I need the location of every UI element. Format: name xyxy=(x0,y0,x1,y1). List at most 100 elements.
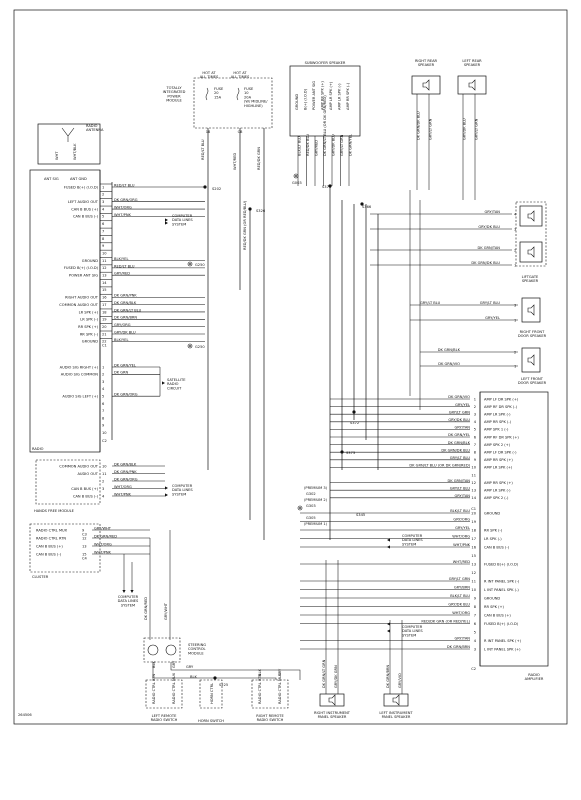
power-module-title: MODULE xyxy=(166,99,182,103)
amp-c2-wire-label: BLK/LT BLU xyxy=(450,594,470,598)
amp-data-arrow-3 xyxy=(387,622,390,626)
g003-ground xyxy=(293,173,299,179)
hands-free-pin-label: AUDIO OUT xyxy=(77,472,98,476)
radio-c1-wire-label: WHT/PNK xyxy=(114,213,132,217)
subwoofer-pin-label: AMP RR SPK (-) xyxy=(346,82,350,110)
amp-c2-pin-label: R INT PANEL SPK (-) xyxy=(484,579,520,583)
radio-c1-wire-label: GRY/ORG xyxy=(114,323,131,327)
steering-clockspring-1 xyxy=(147,644,159,656)
radio-c2-pin-number: 3 xyxy=(102,380,104,384)
radio-c1-pin-number: 1 xyxy=(102,185,104,189)
radio-c1-pin-label: COMMON AUDIO OUT xyxy=(59,303,99,307)
amplifier-label: RADIO xyxy=(528,673,540,677)
s326-label: S326 xyxy=(256,209,266,213)
g250-ground-a-center xyxy=(189,263,191,265)
rrs-gry: GRY xyxy=(278,668,282,676)
fuse-10-symbol xyxy=(236,87,240,101)
radio-c1-pin-number: 9 xyxy=(102,244,105,248)
amp-c2-wire-label: BLK/LT BLU xyxy=(450,509,470,513)
amp-data-arrow-2 xyxy=(387,545,390,549)
trunk-wht-red-label: WHT/RED xyxy=(233,153,237,170)
radio-c1-pin-number: 19 xyxy=(102,318,107,322)
amp-c2-pin-label: GROUND xyxy=(484,511,500,515)
radio-c1-pin-number: 10 xyxy=(102,251,107,255)
amp-c1-wire-label: GRY/LT BLU xyxy=(450,486,471,490)
amp-c1-wire-label: DK GRN/BLK xyxy=(448,441,471,445)
amp-c1-pin: 11 xyxy=(471,473,476,477)
lf-door-wire-label: DK GRN/BLK xyxy=(438,348,461,352)
steering-gry-label: GRY xyxy=(186,665,194,669)
radio-c1-pin-number: 3 xyxy=(102,200,104,204)
radio-c1-pin-label: LR SPK (+) xyxy=(79,310,99,314)
radio-c1-pin-label: LR SPK (-) xyxy=(80,318,98,322)
lf-door-speaker-label: LEFT FRONT xyxy=(521,377,544,381)
radio-c2-pin-number: 10 xyxy=(102,431,107,435)
right-rear-speaker-icon xyxy=(411,75,441,95)
liftgate-wire-label: DK GRN/TAN xyxy=(477,246,500,250)
amp-c2-tag: C2 xyxy=(471,667,476,671)
amp-c1-wire-label: DK GRN/LT BLU (OR DK GRN/RED) xyxy=(409,464,470,468)
hands-free-pin-label: CAN B BUS (+) xyxy=(71,487,98,491)
amp-computer-data-2: SYSTEM xyxy=(402,633,416,637)
amp-c1-wire-label: DK GRN/DK BLU xyxy=(441,448,470,452)
fuse-10-label: 10 xyxy=(244,91,249,95)
rf-door-wire-label: GRY/YEL xyxy=(485,316,500,320)
hands-free-pin-number: 3 xyxy=(102,487,104,491)
s372-label: S372 xyxy=(350,421,359,425)
radio-c1-pin-number: 11 xyxy=(102,259,107,263)
amp-c1-tag: C1 xyxy=(471,507,476,511)
amp-c1-pin-label: AMP SPK 1 (-) xyxy=(484,428,509,432)
lf-door-wire-label: DK GRN/VIO xyxy=(438,362,460,366)
subwoofer-pin-label: AMP LR SPK (+) xyxy=(329,81,333,110)
amp-c1-pin-label: AMP RR SPK (+) xyxy=(484,481,513,485)
amp-c1-pin: 14 xyxy=(471,496,476,500)
left-ip-speaker-icon-cone xyxy=(392,694,400,706)
fuse-pin-c8: C8 xyxy=(238,130,244,134)
amp-c2-wire-label: GRY/ORG xyxy=(453,518,470,522)
s366-label: S366 xyxy=(362,205,372,209)
satellite-arrow xyxy=(162,381,165,385)
radio-c1-tag: C1 xyxy=(102,344,107,348)
fuse-20-label: FUSE xyxy=(214,87,224,91)
radio-c2-pin-number: 2 xyxy=(102,373,104,377)
radio-c1-pin-number: 16 xyxy=(102,296,107,300)
rf-door-pin: 1 xyxy=(514,318,516,322)
cluster-label: CLUSTER xyxy=(32,575,49,579)
radio-c1-pin-label: RIGHT AUDIO OUT xyxy=(65,296,99,300)
amp-computer-data-2: COMPUTER xyxy=(402,625,423,629)
lf-door-pin: 2 xyxy=(514,350,516,354)
right-ip-wire-label: GRY/DK GRN xyxy=(334,665,338,688)
amp-c2-wire-label: RED/DK GRN (OR RED/YEL) xyxy=(421,620,470,624)
amp-c2-pin-label: CAN B BUS (+) xyxy=(484,613,511,617)
radio-c2-wire-label: DK GRN/YEL xyxy=(114,363,136,367)
steering-clockspring-2 xyxy=(165,644,177,656)
liftgate-wire-label: DK GRN/DK BLU xyxy=(471,261,500,265)
radio-c1-pin-number: 20 xyxy=(102,325,107,329)
power-module-box xyxy=(193,77,273,129)
amp-computer-data-1: SYSTEM xyxy=(402,542,416,546)
liftgate-speaker-lower-cone xyxy=(527,246,535,258)
amp-c2-pin: 12 xyxy=(471,571,476,575)
amp-c1-wire-label: GRY/DK BLU xyxy=(448,418,470,422)
cluster-pin-number: 15 xyxy=(82,552,87,556)
amp-c1-pin: 3 xyxy=(474,413,476,417)
lrs-pin-rtn: RADIO CTRL RTN xyxy=(152,674,156,704)
left-ip-speaker-label: LEFT INSTRUMENT xyxy=(379,711,413,715)
subwoofer-pin-label: B(+) (I.O.D) xyxy=(304,88,308,110)
g305-label: G305 xyxy=(306,516,316,520)
amp-c1-pin: 13 xyxy=(471,489,476,493)
left-ip-speaker-icon xyxy=(383,693,409,707)
rf-door-speaker-icon-cone xyxy=(527,304,535,316)
g302-label: G302 xyxy=(306,492,316,496)
trunk-red-lt-blu-label: RED/LT BLU xyxy=(201,139,205,160)
radio-c2-pin-label: AUDIO SIG RIGHT (+) xyxy=(60,365,99,369)
amp-c1-pin-label: AMP LF DR SPK (+) xyxy=(484,397,519,401)
amp-c1-pin: 8 xyxy=(474,451,477,455)
g003-ground-center xyxy=(295,175,297,177)
s202-label: S202 xyxy=(212,187,221,191)
hfm-computer-data-label: DATA LINES xyxy=(172,488,193,492)
left-rear-speaker-icon-cone xyxy=(468,79,476,91)
radio-c1-pin-number: 21 xyxy=(102,332,107,336)
radio-c1-pin-number: 6 xyxy=(102,222,105,226)
left-remote-switch-label: RADIO SWITCH xyxy=(151,718,178,722)
